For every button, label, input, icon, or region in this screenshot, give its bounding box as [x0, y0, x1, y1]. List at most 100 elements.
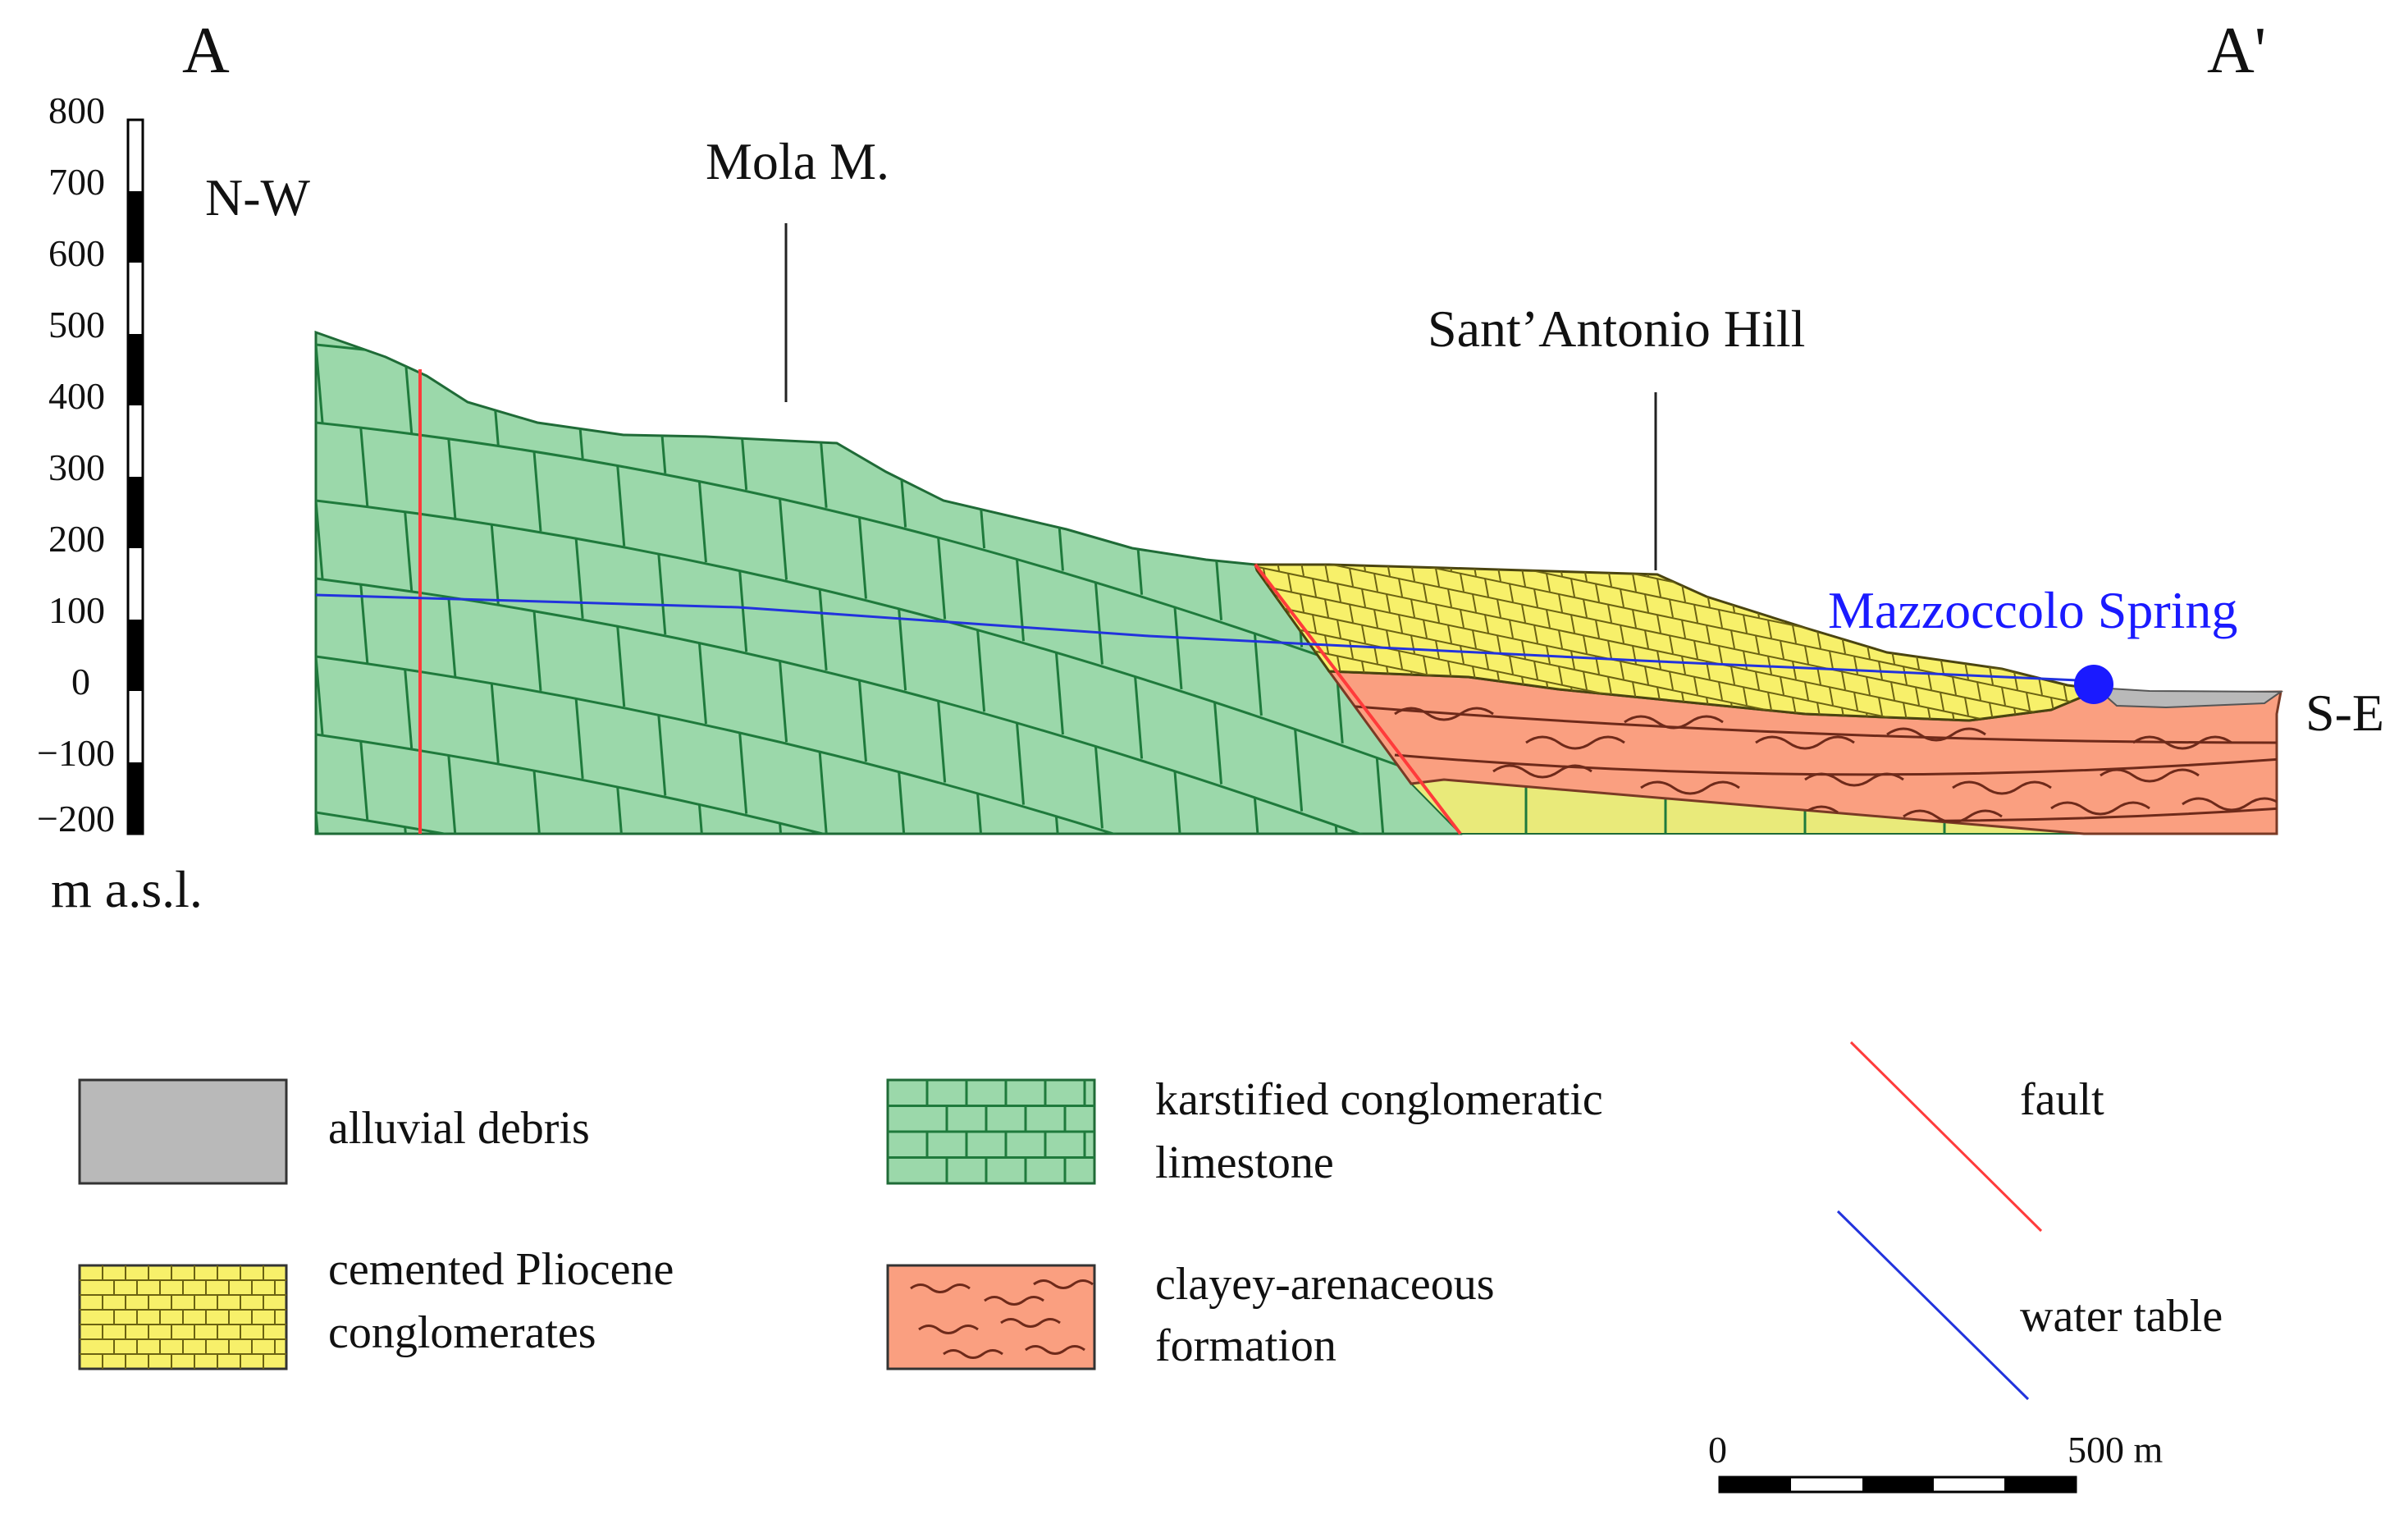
pliocene-brick-joint [1300, 305, 1304, 323]
pliocene-brick-joint [2088, 1192, 2091, 1210]
pliocene-brick-joint [1423, 872, 1427, 890]
pliocene-brick-joint [1682, 981, 1685, 1000]
pliocene-brick-joint [2088, 1156, 2091, 1174]
pliocene-brick-joint [1682, 259, 1685, 277]
pliocene-brick-joint [1682, 476, 1685, 494]
pliocene-brick-joint [1990, 1064, 1993, 1082]
pliocene-brick-joint [1251, 475, 1254, 493]
pliocene-brick-joint [2150, 538, 2153, 556]
pliocene-brick-joint [1756, 527, 1759, 545]
pliocene-brick-joint [1867, 858, 1870, 876]
pliocene-brick-joint [1854, 1162, 1857, 1180]
pliocene-brick-joint [1534, 228, 1538, 246]
pliocene-brick-joint [1460, 862, 1464, 881]
pliocene-brick-joint [1325, 996, 1328, 1014]
pliocene-brick-joint [1805, 935, 1808, 953]
pliocene-brick-joint [1706, 565, 1711, 571]
pliocene-brick-joint [1608, 894, 1611, 912]
pliocene-brick-joint [1756, 1032, 1759, 1050]
pliocene-brick-joint [1928, 1033, 1931, 1051]
pliocene-brick-joint [1263, 893, 1267, 911]
pliocene-brick-joint [1719, 1115, 1722, 1133]
pliocene-brick-joint [1583, 274, 1587, 292]
pliocene-brick-joint [1460, 465, 1464, 483]
clayey-wavy-mark [1624, 715, 1724, 730]
pliocene-brick-joint [1300, 450, 1304, 468]
pliocene-brick-joint [2211, 533, 2214, 551]
pliocene-brick-joint [2211, 1146, 2214, 1164]
pliocene-brick-joint [1325, 310, 1328, 328]
pliocene-brick-joint [1867, 424, 1870, 442]
legend-clayey-wave [1025, 1345, 1085, 1355]
pliocene-brick-joint [1693, 676, 1698, 695]
pliocene-brick-joint [1903, 341, 1907, 359]
pliocene-brick-joint [1952, 640, 1957, 659]
pliocene-brick-joint [1534, 878, 1538, 896]
pliocene-brick-joint [1559, 991, 1562, 1009]
pliocene-brick-joint [1694, 1074, 1697, 1092]
pliocene-brick-joint [2063, 393, 2067, 411]
limestone-brick-joint [976, 793, 986, 834]
pliocene-brick-joint [1497, 888, 1501, 906]
pliocene-brick-joint [2039, 1183, 2042, 1201]
pliocene-brick-joint [1719, 862, 1722, 881]
pliocene-brick-joint [2039, 966, 2042, 984]
pliocene-brick-joint [1670, 419, 1673, 437]
pliocene-brick-joint [2137, 409, 2141, 427]
pliocene-brick-joint [1350, 1001, 1353, 1019]
pliocene-brick-joint [1485, 542, 1488, 560]
pliocene-brick-joint [1694, 894, 1697, 912]
limestone-brick-joint [1254, 962, 1261, 1044]
pliocene-brick-joint [2039, 930, 2042, 948]
pliocene-brick-joint [1755, 671, 1760, 690]
pliocene-brick-joint [1842, 1105, 1845, 1123]
pliocene-brick-joint [1879, 950, 1882, 968]
pliocene-brick-joint [1497, 238, 1501, 256]
pliocene-brick-joint [1793, 517, 1796, 535]
pliocene-brick-joint [1620, 445, 1624, 463]
pliocene-brick-joint [2199, 945, 2202, 963]
pliocene-brick-joint [2113, 1234, 2116, 1252]
pliocene-brick-joint [1805, 465, 1808, 483]
pliocene-brick-joint [1977, 971, 1981, 989]
pliocene-brick-joint [1595, 620, 1600, 638]
tick-label-minus-100: −100 [37, 732, 115, 774]
pliocene-brick-joint [1596, 439, 1599, 457]
pliocene-brick-joint [2137, 481, 2141, 499]
pliocene-brick-joint [1239, 274, 1242, 292]
pliocene-brick-joint [1276, 228, 1279, 246]
pliocene-brick-joint [1793, 950, 1796, 968]
pliocene-brick-joint [2014, 455, 2017, 474]
pliocene-brick-joint [1719, 357, 1722, 375]
pliocene-brick-joint [1374, 393, 1378, 411]
pliocene-brick-joint [2150, 646, 2153, 664]
pliocene-brick-joint [1767, 692, 1772, 711]
pliocene-brick-joint [1313, 542, 1316, 560]
pliocene-brick-joint [1842, 1032, 1845, 1050]
pliocene-brick-joint [1337, 403, 1341, 421]
pliocene-brick-joint [1324, 598, 1329, 618]
pliocene-brick-joint [1288, 429, 1291, 447]
pliocene-brick-joint [1916, 470, 1919, 488]
pliocene-brick-joint [1903, 414, 1907, 432]
pliocene-brick-joint [2014, 347, 2017, 365]
pliocene-brick-joint [2063, 862, 2067, 881]
pliocene-brick-joint [1239, 238, 1242, 256]
pliocene-brick-joint [2002, 976, 2005, 994]
pliocene-brick-joint [1867, 1038, 1870, 1056]
pliocene-brick-joint [2076, 450, 2079, 468]
pliocene-brick-joint [2150, 429, 2153, 447]
pliocene-brick-joint [1350, 965, 1353, 983]
limestone-brick-joint [490, 524, 500, 605]
pliocene-brick-joint [1817, 1172, 1821, 1190]
pliocene-brick-joint [1485, 434, 1488, 452]
limestone-brick-joint [978, 957, 985, 1039]
pliocene-brick-joint [1460, 357, 1464, 375]
pliocene-brick-joint [1805, 1007, 1808, 1025]
pliocene-brick-joint [1276, 264, 1279, 282]
pliocene-brick-joint [1583, 924, 1587, 942]
limestone-brick-joint [1377, 922, 1383, 1004]
limestone-brick-joint [490, 683, 500, 763]
pliocene-brick-joint [1780, 894, 1784, 912]
pliocene-brick-joint [1350, 496, 1353, 514]
